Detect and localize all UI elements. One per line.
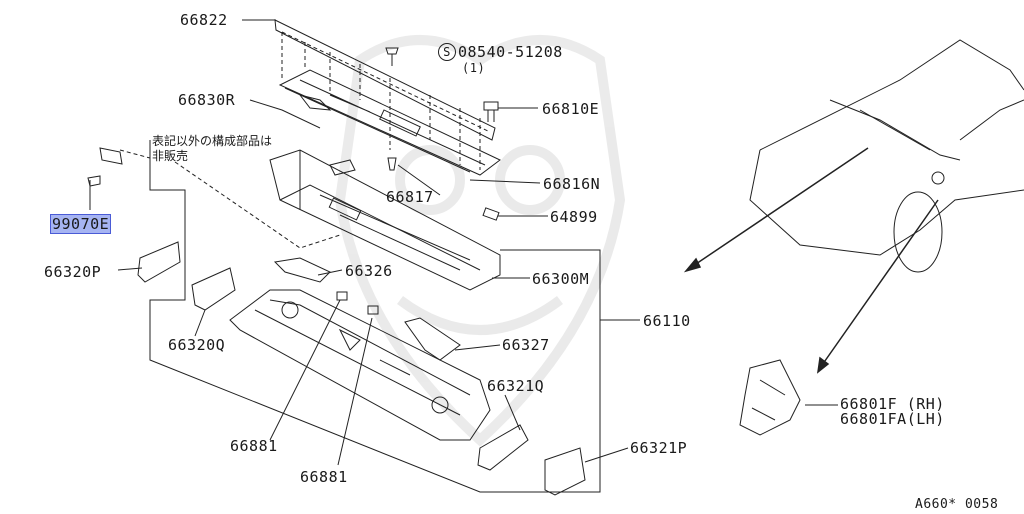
label-66321Q: 66321Q [487, 377, 545, 395]
label-66320Q: 66320Q [168, 336, 226, 354]
label-66830R: 66830R [178, 91, 236, 109]
screw-symbol: S [438, 43, 456, 61]
highlighted-part-number[interactable]: 99070E [50, 214, 112, 234]
label-66801FA: 66801FA(LH) [840, 410, 945, 428]
cover-66320P-part [137, 241, 181, 283]
mascot-watermark [334, 35, 626, 447]
label-66817: 66817 [386, 188, 434, 206]
clip-part [483, 101, 499, 122]
label-99070E[interactable]: 99070E [50, 214, 112, 234]
fender-bracket-part [739, 359, 801, 436]
clip-66817-part [387, 157, 397, 171]
assembly-dashed-lines [119, 31, 491, 249]
label-66816N: 66816N [543, 175, 601, 193]
label-66881-a: 66881 [230, 437, 278, 455]
cover-66320Q-part [191, 267, 236, 311]
leader-lines [89, 19, 838, 466]
view-arrows [683, 147, 939, 374]
arrow-head-2 [816, 356, 830, 374]
label-66881-b: 66881 [300, 468, 348, 486]
label-66327: 66327 [502, 336, 550, 354]
assembly-group-outline [149, 140, 601, 493]
label-screw-qty: (1) [462, 61, 486, 75]
car-illustration [749, 39, 1024, 273]
label-66110: 66110 [643, 312, 691, 330]
arrow-head-1 [683, 257, 702, 273]
label-66801F: 66801F (RH) [840, 395, 945, 413]
cover-66321P-part [544, 447, 586, 496]
label-66810E: 66810E [542, 100, 600, 118]
label-66300M: 66300M [532, 270, 590, 288]
label-64899: 64899 [550, 208, 598, 226]
seal-part [482, 207, 500, 221]
clip-99070E-part [87, 147, 123, 187]
label-66321P: 66321P [630, 439, 688, 457]
note-line-2: 非販売 [152, 149, 189, 163]
bracket-66326-part [273, 257, 331, 283]
label-66822: 66822 [180, 11, 228, 29]
screw-part [385, 47, 399, 66]
label-screw-code: 08540-51208 [458, 43, 563, 61]
bracket-66327-part [404, 317, 461, 361]
cover-66321Q-part [477, 424, 529, 471]
cowl-top-cover [274, 19, 501, 176]
label-66320P: 66320P [44, 263, 102, 281]
note-line-1: 表記以外の構成部品は [152, 134, 273, 148]
diagram-code: A660* 0058 [915, 497, 999, 512]
label-66326: 66326 [345, 262, 393, 280]
cowl-top-panel [269, 149, 501, 291]
